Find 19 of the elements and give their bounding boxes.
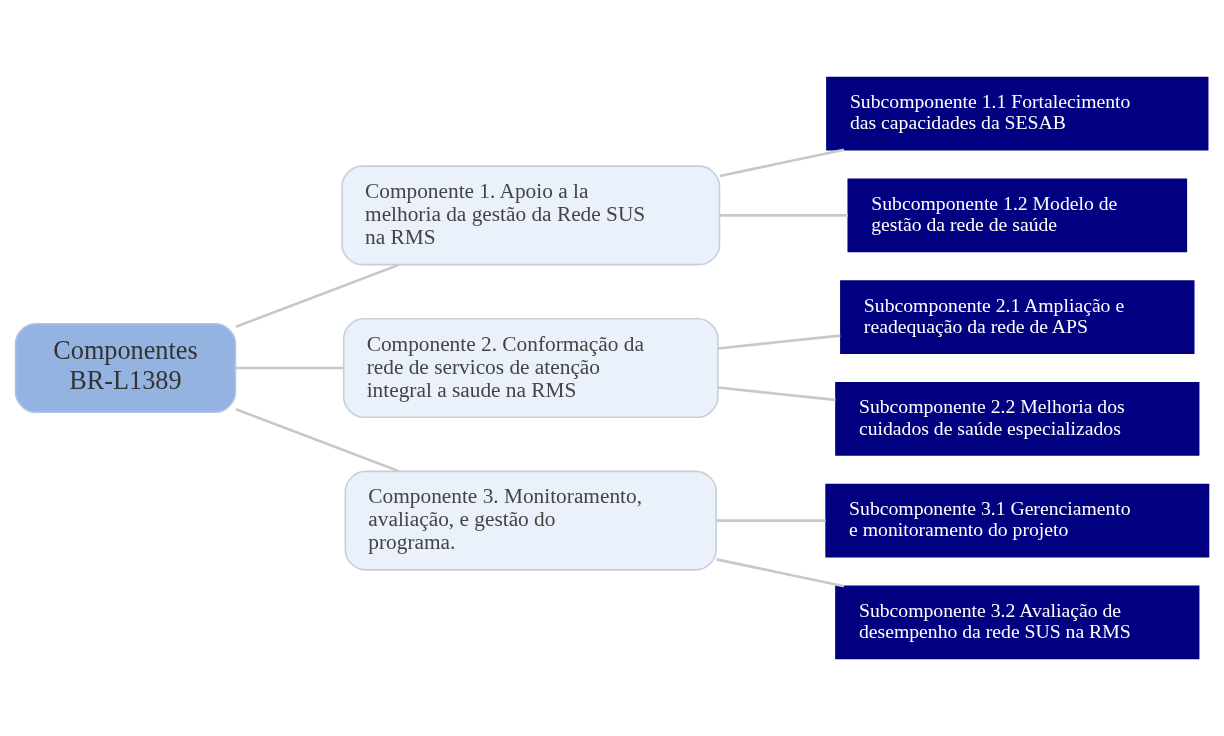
node-box: Componente 1. Apoio a la melhoria da gestão da Rede SUS na RMS — [341, 165, 721, 266]
connector — [235, 366, 344, 370]
connector — [235, 408, 400, 473]
node-box: Subcomponente 1.2 Modelo de gestão da rede de saúde — [847, 178, 1188, 253]
node-box: Subcomponente 1.1 Fortalecimento das capacidades da SESAB — [826, 76, 1209, 151]
connector — [717, 386, 836, 402]
node-box: Componente 2. Conformação da rede de servicos de atenção integral a saude na RMS — [342, 317, 719, 419]
node-box: Subcomponente 3.1 Gerenciamento e monitoramento do projeto — [825, 483, 1210, 558]
connector — [717, 334, 841, 350]
node-box: Componentes BR-L1389 — [14, 322, 237, 414]
node-box: Componente 3. Monitoramento, avaliação, e gestão do programa. — [344, 470, 718, 571]
connector — [235, 263, 400, 328]
connector — [719, 148, 845, 178]
node-box: Subcomponente 2.2 Melhoria dos cuidados de saúde especializados — [835, 381, 1200, 456]
connector — [716, 558, 845, 588]
connector — [716, 519, 826, 522]
node-box: Subcomponente 3.2 Avaliação de desempenho da rede SUS na RMS — [835, 585, 1200, 660]
connector — [719, 214, 848, 217]
node-box: Subcomponente 2.1 Ampliação e readequação da rede de APS — [840, 280, 1195, 355]
